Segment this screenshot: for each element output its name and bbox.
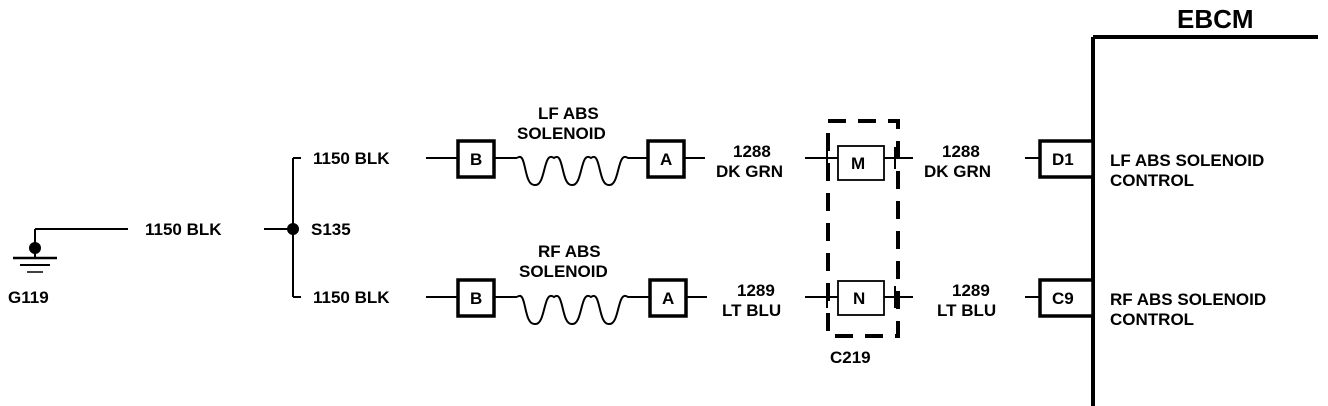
ground-wire-label: 1150 BLK xyxy=(145,220,222,239)
lf-solenoid-label-1: LF ABS xyxy=(538,104,599,123)
rf-solenoid-pin-a: A xyxy=(662,289,674,308)
lf-solenoid-label-2: SOLENOID xyxy=(517,124,606,143)
ebcm-lf-label-2: CONTROL xyxy=(1110,171,1194,190)
lf-solenoid-coil-icon xyxy=(516,155,648,186)
rf-wire-left-color: LT BLU xyxy=(722,301,781,320)
splice-label: S135 xyxy=(311,220,351,239)
lf-solenoid-pin-a: A xyxy=(660,150,672,169)
ebcm-title: EBCM xyxy=(1177,4,1254,34)
ebcm-lf-label-1: LF ABS SOLENOID xyxy=(1110,151,1264,170)
lf-solenoid-pin-b: B xyxy=(470,150,482,169)
rf-solenoid-pin-a-box xyxy=(648,278,688,318)
rf-wire-right-color: LT BLU xyxy=(937,301,996,320)
rf-solenoid-coil-icon xyxy=(516,294,650,325)
lf-wire-right-number: 1288 xyxy=(942,142,980,161)
lf-wire-right-color: DK GRN xyxy=(924,162,991,181)
splice-branch-top-label: 1150 BLK xyxy=(313,149,390,168)
c219-pin-n: N xyxy=(853,289,865,308)
splice-dot xyxy=(287,223,299,235)
c219-pin-m: M xyxy=(851,154,865,173)
rf-solenoid-pin-b: B xyxy=(470,289,482,308)
lf-solenoid-pin-b-box xyxy=(456,139,496,179)
splice-branch-bottom-label: 1150 BLK xyxy=(313,288,390,307)
ebcm-rf-label-1: RF ABS SOLENOID xyxy=(1110,290,1266,309)
lf-wire-left-number: 1288 xyxy=(733,142,771,161)
lf-wire-left-color: DK GRN xyxy=(716,162,783,181)
ebcm-pin-c9-box xyxy=(1038,278,1095,318)
ground-label: G119 xyxy=(8,288,49,307)
rf-solenoid-label-2: SOLENOID xyxy=(519,262,608,281)
ground-symbol-icon xyxy=(13,229,57,273)
ebcm-pin-d1: D1 xyxy=(1052,150,1074,169)
c219-connector-outline xyxy=(826,119,900,338)
ebcm-pin-d1-box xyxy=(1038,139,1095,179)
rf-wire-right-number: 1289 xyxy=(952,281,990,300)
rf-solenoid-label-1: RF ABS xyxy=(538,242,601,261)
rf-wire-left-number: 1289 xyxy=(737,281,775,300)
ebcm-pin-c9: C9 xyxy=(1052,289,1074,308)
ebcm-rf-label-2: CONTROL xyxy=(1110,310,1194,329)
lf-solenoid-pin-a-box xyxy=(646,139,686,179)
c219-label: C219 xyxy=(830,348,871,367)
c219-pin-m-box xyxy=(837,145,885,181)
